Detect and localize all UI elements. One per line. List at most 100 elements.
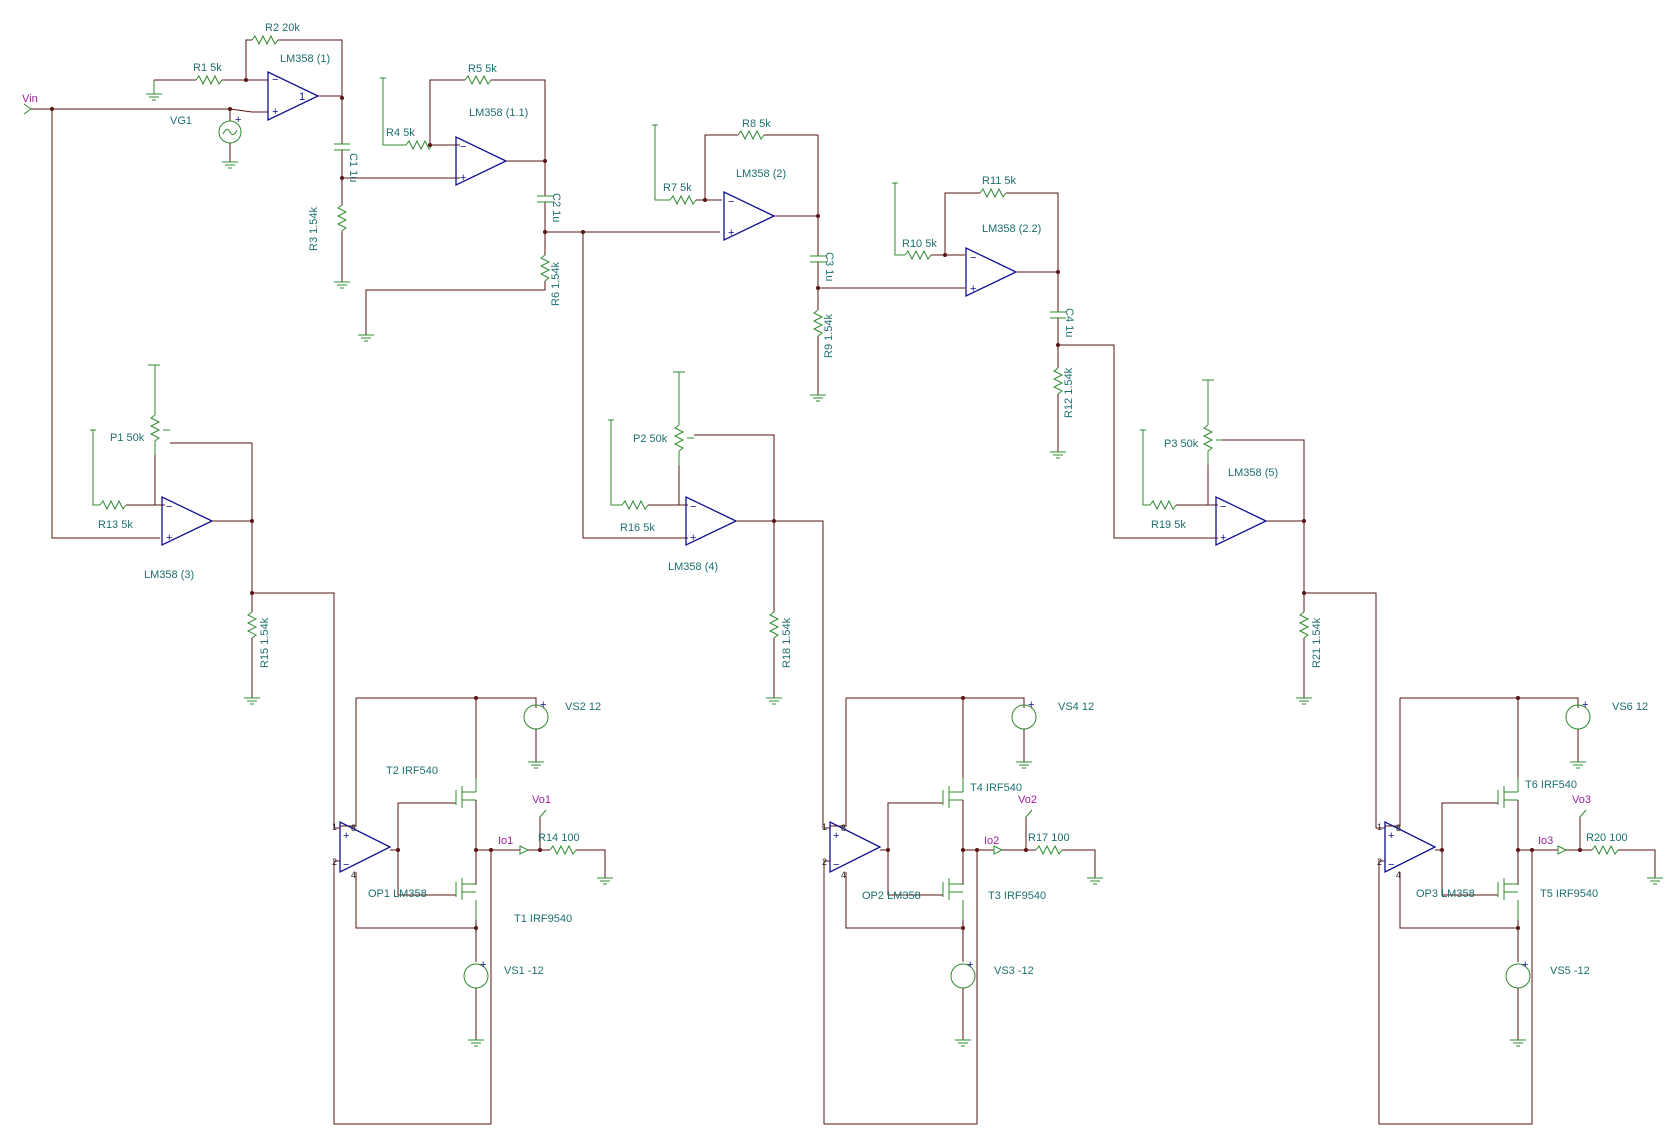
stage-1-1 [358, 74, 720, 539]
stage-4 [608, 371, 830, 829]
op2-opamp [829, 820, 882, 874]
svg-text:−: − [690, 501, 696, 513]
r1-resistor [195, 74, 223, 86]
label-r20: R20 100 [1586, 832, 1628, 844]
label-r11: R11 5k [982, 175, 1017, 187]
r17-resistor [1035, 844, 1063, 856]
net-vin: Vin [22, 93, 38, 105]
c1-capacitor [334, 143, 350, 151]
t5-mosfet [1497, 878, 1519, 920]
svg-text:−: − [970, 252, 976, 264]
u11-opamp [455, 135, 508, 187]
label-op3: OP3 LM358 [1416, 888, 1475, 900]
label-t3: T3 IRF9540 [988, 890, 1046, 902]
svg-text:−: − [343, 859, 349, 871]
u5-opamp [1215, 495, 1268, 547]
svg-text:1: 1 [299, 91, 305, 103]
r9-resistor [812, 309, 824, 337]
p1-potentiometer [149, 414, 161, 442]
io2-arrow [993, 845, 1004, 855]
label-r4: R4 5k [386, 127, 415, 139]
svg-text:+: + [460, 172, 466, 184]
op1-opamp [339, 820, 392, 874]
p2-potentiometer [673, 424, 685, 452]
u3-opamp [161, 495, 214, 547]
label-t2: T2 IRF540 [386, 765, 438, 777]
label-u4: LM358 (4) [668, 561, 718, 573]
svg-text:−: − [1388, 859, 1394, 871]
vo1-terminal [539, 809, 547, 818]
label-op2: OP2 LM358 [862, 890, 921, 902]
label-r14: R14 100 [538, 832, 580, 844]
u2-opamp [723, 190, 776, 242]
net-labels: Vin Vo1 Io1 Vo2 Io2 Vo3 Io3 [22, 93, 1591, 847]
vin-terminal [23, 103, 32, 115]
svg-text:8: 8 [1396, 823, 1401, 833]
label-u2: LM358 (2) [736, 168, 786, 180]
label-u22: LM358 (2.2) [982, 223, 1041, 235]
label-u11: LM358 (1.1) [469, 107, 528, 119]
svg-text:+: + [1582, 699, 1588, 711]
output-stage-3 [1378, 697, 1663, 1125]
label-r1: R1 5k [193, 62, 222, 74]
r2-resistor [251, 34, 279, 46]
label-t1: T1 IRF9540 [514, 913, 572, 925]
svg-text:+: + [1028, 699, 1034, 711]
r10-resistor [904, 249, 932, 261]
label-r15: R15 1.54k [259, 617, 271, 668]
r20-resistor [1591, 844, 1619, 856]
output-stage-1 [333, 697, 613, 1125]
r3-resistor [336, 204, 348, 232]
u4-opamp [685, 495, 738, 547]
svg-text:+: + [728, 227, 734, 239]
label-r7: R7 5k [663, 182, 692, 194]
u1-opamp [267, 70, 320, 122]
label-u3: LM358 (3) [144, 569, 194, 581]
label-r2: R2 20k [265, 22, 300, 34]
component-labels: R1 5k R2 20k LM358 (1) VG1 R4 5k R5 5k L… [98, 22, 1648, 977]
svg-text:+: + [480, 959, 486, 971]
label-vs5: VS5 -12 [1550, 965, 1590, 977]
label-p2: P2 50k [633, 433, 668, 445]
op3-opamp [1384, 820, 1437, 874]
r13-resistor [99, 499, 127, 511]
label-vs4: VS4 12 [1058, 701, 1094, 713]
label-r6: R6 1.54k [550, 261, 562, 306]
label-c3: C3 1u [823, 252, 835, 281]
svg-text:2: 2 [332, 857, 337, 867]
r8-resistor [737, 129, 765, 141]
r6-resistor [539, 254, 551, 282]
label-c4: C4 1u [1063, 308, 1075, 337]
label-u5: LM358 (5) [1228, 467, 1278, 479]
r7-resistor [669, 194, 697, 206]
output-stage-2 [823, 697, 1103, 1125]
label-vs2: VS2 12 [565, 701, 601, 713]
svg-text:1: 1 [1377, 822, 1382, 832]
label-r5: R5 5k [468, 63, 497, 75]
label-r19: R19 5k [1151, 519, 1186, 531]
label-r12: R12 1.54k [1063, 367, 1075, 418]
svg-text:+: + [970, 283, 976, 295]
svg-text:8: 8 [841, 823, 846, 833]
stage-2-2 [892, 182, 1218, 539]
svg-text:+: + [272, 106, 278, 118]
svg-text:−: − [460, 141, 466, 153]
stage-2 [652, 124, 965, 402]
label-r13: R13 5k [98, 519, 133, 531]
io1-arrow [519, 845, 530, 855]
label-vg1: VG1 [170, 115, 192, 127]
net-vo3: Vo3 [1572, 794, 1591, 806]
svg-text:−: − [1220, 501, 1226, 513]
svg-text:+: + [166, 532, 172, 544]
svg-text:+: + [235, 114, 241, 126]
label-r10: R10 5k [902, 238, 937, 250]
label-r18: R18 1.54k [781, 617, 793, 668]
opamp-pin-marks: − + 1 − + − + − + − + − + − + + − + − + … [166, 74, 1588, 971]
net-io1: Io1 [498, 835, 513, 847]
svg-text:−: − [272, 74, 278, 86]
t2-mosfet [455, 778, 477, 808]
svg-text:4: 4 [841, 870, 846, 880]
label-r21: R21 1.54k [1311, 617, 1323, 668]
net-vo2: Vo2 [1018, 794, 1037, 806]
